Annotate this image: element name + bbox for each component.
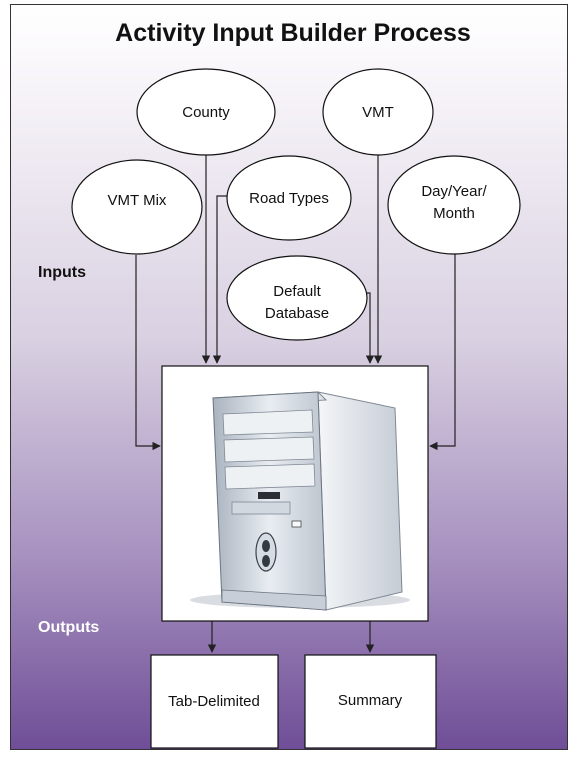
arrow-day-year-month xyxy=(429,252,456,451)
input-default-database-line1: Default xyxy=(273,283,321,300)
outputs-label: Outputs xyxy=(38,619,99,636)
input-default-database-line2: Database xyxy=(265,305,329,322)
input-default-database: Default Database xyxy=(226,255,368,341)
input-county: County xyxy=(136,68,276,156)
computer-tower-icon xyxy=(190,391,410,611)
output-tab-delimited: Tab-Delimited xyxy=(150,654,279,749)
input-county-label: County xyxy=(182,104,230,121)
input-vmt-label: VMT xyxy=(362,104,394,121)
output-summary: Summary xyxy=(304,654,437,749)
input-road-types-label: Road Types xyxy=(249,190,329,207)
arrow-road-types xyxy=(212,195,232,364)
input-road-types: Road Types xyxy=(226,155,352,241)
input-day-year-month-line2: Month xyxy=(433,205,475,222)
inputs-label: Inputs xyxy=(38,264,86,281)
arrow-vmt-mix xyxy=(135,255,161,451)
input-vmt: VMT xyxy=(322,68,434,156)
input-vmt-mix: VMT Mix xyxy=(71,159,203,255)
diagram-title: Activity Input Builder Process xyxy=(115,19,471,47)
input-day-year-month-line1: Day/Year/ xyxy=(421,183,487,200)
output-tab-delimited-label: Tab-Delimited xyxy=(168,693,260,710)
output-summary-label: Summary xyxy=(338,692,403,709)
process-computer-box xyxy=(161,365,429,622)
input-day-year-month: Day/Year/ Month xyxy=(387,155,521,255)
input-vmt-mix-label: VMT Mix xyxy=(108,192,167,209)
connector-lines xyxy=(135,150,456,653)
